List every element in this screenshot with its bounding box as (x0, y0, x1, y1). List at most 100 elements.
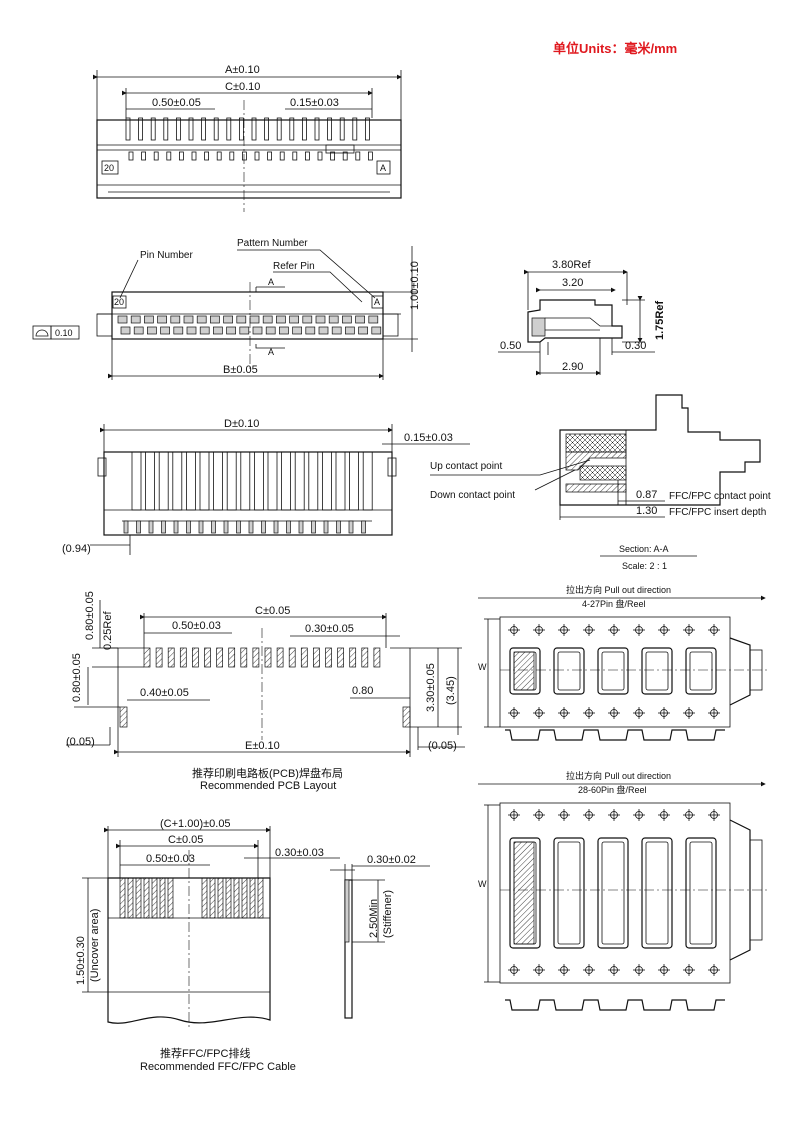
front-slot (226, 451, 237, 511)
pcb-dim-e: E±0.10 (245, 740, 280, 752)
tray-profile (505, 999, 725, 1011)
front-slot (253, 451, 264, 511)
top-pin-foot (317, 151, 323, 161)
cable-trace (257, 877, 264, 919)
tape-pocket-inner (601, 651, 625, 691)
front-slot (308, 451, 319, 511)
front-leg (336, 520, 341, 534)
reel-large-w: W (478, 879, 487, 889)
top-pin (301, 117, 307, 141)
dim-c: C±0.10 (225, 81, 260, 93)
front-leg (198, 520, 204, 534)
top-pin-foot (330, 151, 336, 161)
front-leg (323, 520, 329, 534)
front-leg (148, 520, 154, 534)
top-pin-foot (141, 151, 147, 161)
top-pin (352, 117, 358, 141)
up-contact-label: Up contact point (430, 461, 502, 472)
top-pin (138, 117, 144, 141)
pcb-pad (143, 647, 151, 668)
top-pin-foot (204, 151, 210, 161)
ffc-cable: (C+1.00)±0.05 C±0.05 0.50±0.03 0.30±0.03… (75, 818, 430, 1073)
dim-left: 0.50 (500, 340, 521, 352)
cable-trace (201, 877, 208, 919)
pcb-caption-en: Recommended PCB Layout (200, 780, 336, 792)
pcb-pad (288, 647, 296, 668)
bottom-pin-lower (226, 326, 236, 335)
bottom-pin-lower (318, 326, 329, 335)
dim-height: 1.00±0.10 (409, 261, 421, 310)
connector-in-pocket (513, 841, 535, 945)
top-pin-foot (342, 151, 348, 161)
cable-dim-stiffener: 2.50Min (368, 899, 380, 938)
bottom-pin-lower (147, 326, 157, 335)
pcb-pad (373, 647, 381, 668)
tape-pocket (553, 837, 585, 949)
top-pin-foot (153, 151, 159, 161)
bottom-pin-upper (196, 315, 207, 324)
front-slot (294, 451, 305, 511)
pcb-pad (325, 647, 332, 668)
reel-small-spec: 4-27Pin 盘/Reel (582, 598, 646, 609)
tape-pocket-inner (601, 841, 625, 945)
front-slot (281, 451, 292, 511)
top-pin (251, 117, 257, 141)
pcb-dim-025: 0.25Ref (102, 611, 114, 650)
top-pin-foot (178, 151, 184, 161)
pcb-pad (349, 647, 357, 668)
bottom-pin-lower (292, 326, 302, 335)
cable-trace (217, 877, 224, 919)
reel-large-spec: 28-60Pin 盘/Reel (578, 784, 647, 795)
front-leg (298, 520, 304, 534)
tape-pocket (553, 647, 585, 695)
cable-trace (233, 877, 240, 919)
refer-pin-label: Refer Pin (273, 261, 315, 272)
pcb-layout: C±0.05 0.50±0.03 0.30±0.05 0.80±0.05 0.2… (66, 591, 465, 792)
cable-trace (209, 877, 216, 919)
bottom-pin-upper (130, 315, 141, 324)
pcb-dim-005r: (0.05) (428, 740, 457, 752)
pin-mark: 20 (104, 163, 114, 173)
pcb-pad (179, 647, 187, 668)
pcb-dim-005l: (0.05) (66, 736, 95, 748)
cable-trace (159, 877, 166, 919)
tape-pocket (685, 647, 717, 695)
dim-right: 0.30 (625, 340, 646, 352)
front-slot (267, 451, 278, 511)
front-leg (161, 520, 166, 534)
front-leg (136, 520, 141, 534)
bottom-pin-upper (355, 315, 365, 324)
pcb-pad (228, 647, 236, 668)
cable-uncover-label: (Uncover area) (89, 909, 101, 982)
cable-trace (241, 877, 248, 919)
top-pin (238, 117, 244, 141)
pcb-pad (300, 647, 308, 668)
dim-pin-width: 0.15±0.03 (290, 97, 339, 109)
top-pin-foot (279, 151, 285, 161)
front-slot (199, 451, 210, 511)
dim-pitch: 0.50±0.05 (152, 97, 201, 109)
pcb-pad (155, 647, 163, 668)
top-pin (264, 117, 270, 141)
front-slot (240, 451, 251, 511)
top-pin (125, 117, 131, 141)
bottom-pin-lower (160, 326, 170, 335)
bottom-pin-upper (302, 315, 313, 324)
bottom-pin-lower (358, 326, 368, 335)
front-leg (286, 520, 291, 534)
bottom-pin-upper (289, 315, 299, 324)
bottom-pin-upper (157, 315, 167, 324)
front-leg (123, 520, 129, 534)
dim-bottom: 2.90 (562, 361, 583, 373)
front-slot (131, 451, 142, 511)
top-pin (150, 117, 156, 141)
pcb-pad (240, 647, 248, 668)
dim-a: A±0.10 (225, 64, 260, 76)
tape-pocket (685, 837, 717, 949)
cable-trace (119, 877, 126, 919)
pcb-dim-080b: 0.80±0.05 (71, 653, 83, 702)
tape-pocket-inner (557, 841, 581, 945)
front-leg (261, 520, 266, 534)
bottom-pin-lower (239, 326, 250, 335)
front-slot (213, 451, 224, 511)
